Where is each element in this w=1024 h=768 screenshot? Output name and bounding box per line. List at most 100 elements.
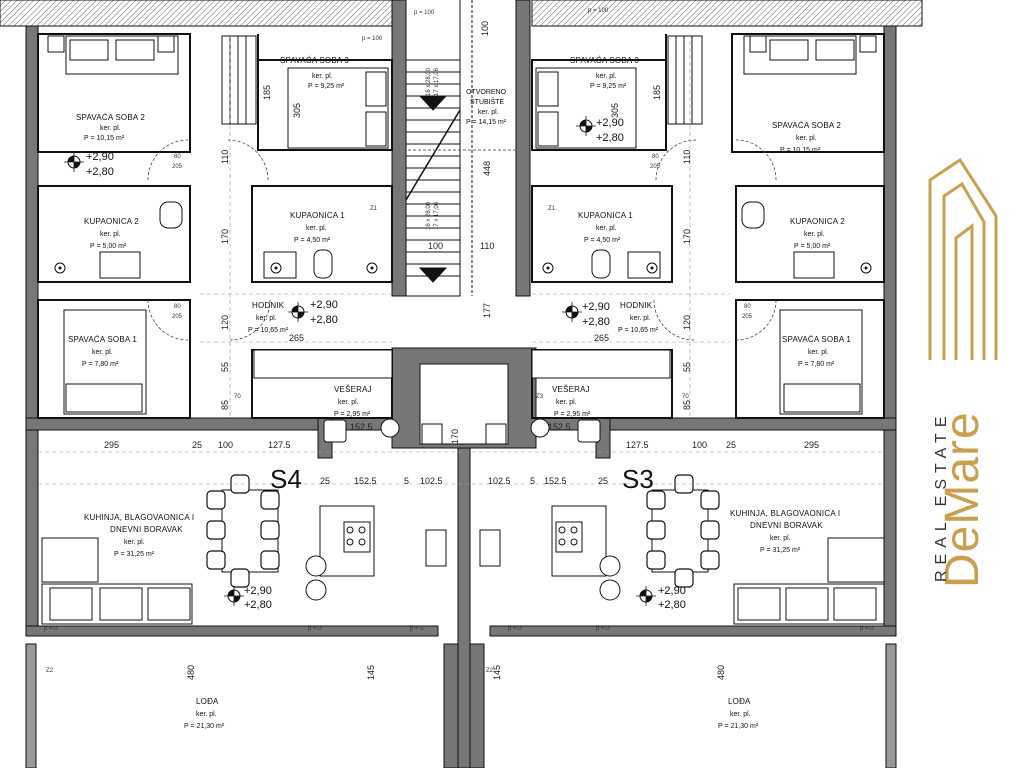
s3-loggia-name: LOĐA bbox=[728, 697, 751, 706]
dim-127-stair: 177 bbox=[482, 303, 492, 318]
dim-100-left: 100 bbox=[218, 440, 233, 450]
dim-127-right: 127.5 bbox=[626, 440, 649, 450]
s4-hall-floor: ker. pl. bbox=[256, 315, 277, 322]
logo-mark-icon bbox=[928, 157, 998, 360]
s4-laundry-name: VEŠERAJ bbox=[334, 385, 372, 394]
s4-bed3-floor: ker. pl. bbox=[312, 73, 333, 80]
s3-bed1-name: SPAVAĆA SOBA 1 bbox=[782, 335, 851, 344]
level-ceiling: +2,90 bbox=[582, 301, 610, 313]
s4-laundry-floor: ker. pl. bbox=[338, 399, 359, 406]
dim-1525-right: 152.5 bbox=[544, 476, 567, 486]
staircase bbox=[405, 0, 516, 297]
stairs-steps-bottom-2: 17 x 17,06 bbox=[434, 201, 440, 230]
s4-bed2-area: P = 10,15 m² bbox=[84, 135, 125, 142]
s4-bed2-name: SPAVAĆA SOBA 2 bbox=[76, 113, 145, 122]
level-floor: +2,80 bbox=[86, 166, 114, 178]
s3-bed1-floor: ker. pl. bbox=[808, 349, 829, 356]
level-floor: +2,80 bbox=[596, 132, 624, 144]
s4-hall-name: HODNIK bbox=[252, 301, 285, 310]
s3-bath2-area: P = 5,00 m² bbox=[794, 243, 831, 250]
dim-305-right: 305 bbox=[610, 103, 620, 118]
stairs-area: P = 14,15 m² bbox=[466, 119, 507, 126]
s4-loggia-area: P = 21,30 m² bbox=[184, 723, 225, 730]
zone-z2-right: Z2 bbox=[486, 668, 494, 674]
door-70-left: 70 bbox=[234, 394, 241, 400]
s3-bed2-name: SPAVAĆA SOBA 2 bbox=[772, 121, 841, 130]
s4-bed1-floor: ker. pl. bbox=[92, 349, 113, 356]
dim-120-left: 120 bbox=[220, 315, 230, 330]
level-ceiling: +2,90 bbox=[86, 151, 114, 163]
s4-hall-area: P = 10,65 m² bbox=[248, 327, 289, 334]
door-80-c: 80 bbox=[652, 154, 659, 160]
dim-stairs-100: 100 bbox=[480, 21, 490, 36]
dim-145-right: 145 bbox=[492, 665, 502, 680]
s3-hall-area: P = 10,65 m² bbox=[618, 327, 659, 334]
s4-living-name-1: KUHINJA, BLAGOVAONICA I bbox=[84, 513, 194, 522]
dim-265-right: 265 bbox=[594, 333, 609, 343]
dim-85-right: 85 bbox=[682, 400, 692, 410]
dim-1525-shaft-left: 152.5 bbox=[350, 422, 373, 432]
s3-bath1-area: P = 4,50 m² bbox=[584, 237, 621, 244]
door-205-d: 205 bbox=[742, 314, 753, 320]
stairs-name-1: OTVORENO bbox=[466, 89, 507, 96]
level-ceiling: +2,90 bbox=[244, 585, 272, 597]
furniture-s4 bbox=[41, 35, 447, 625]
level-ceiling: +2,90 bbox=[658, 585, 686, 597]
s4-bed3-name: SPAVAĆA SOBA 3 bbox=[280, 56, 349, 65]
dim-55-left: 55 bbox=[220, 362, 230, 372]
dim-305-left: 305 bbox=[292, 103, 302, 118]
zone-z1-right: Z1 bbox=[548, 206, 556, 212]
dim-5-left: 5 bbox=[404, 476, 409, 486]
dim-100-right: 100 bbox=[692, 440, 707, 450]
dim-110-left: 110 bbox=[220, 150, 230, 164]
s4-loggia-floor: ker. pl. bbox=[196, 711, 217, 718]
furniture-s3 bbox=[479, 35, 885, 625]
brand-tagline: REAL ESTATE bbox=[933, 410, 950, 582]
dim-102-right: 102.5 bbox=[488, 476, 511, 486]
s4-unit-label: S4 bbox=[270, 464, 302, 494]
s3-bed2-area: P = 10,15 m² bbox=[780, 147, 821, 154]
s3-bath2-name: KUPAONICA 2 bbox=[790, 217, 845, 226]
dim-170-right: 170 bbox=[682, 229, 692, 244]
guide-lines bbox=[38, 34, 884, 485]
s3-bath2-floor: ker. pl. bbox=[804, 231, 825, 238]
dim-295-left: 295 bbox=[104, 440, 119, 450]
dim-55-right: 55 bbox=[682, 362, 692, 372]
p0-far-right: p = 0 bbox=[860, 626, 874, 632]
s3-living-name-1: KUHINJA, BLAGOVAONICA I bbox=[730, 509, 840, 518]
level-ceiling: +2,90 bbox=[310, 299, 338, 311]
dim-102-left: 102.5 bbox=[420, 476, 443, 486]
dim-127-left: 127.5 bbox=[268, 440, 291, 450]
dim-25-left: 25 bbox=[192, 440, 202, 450]
door-205-b: 205 bbox=[172, 314, 183, 320]
s3-laundry-area: P = 2,95 m² bbox=[554, 411, 591, 418]
dim-265-left: 265 bbox=[289, 333, 304, 343]
dim-170-shaft: 170 bbox=[450, 429, 460, 444]
s3-bed2-floor: ker. pl. bbox=[796, 135, 817, 142]
s3-living-name-2: DNEVNI BORAVAK bbox=[750, 521, 823, 530]
s3-laundry-floor: ker. pl. bbox=[556, 399, 577, 406]
door-arcs bbox=[147, 139, 777, 341]
dim-145-left: 145 bbox=[366, 665, 376, 680]
s4-bath2-area: P = 5,00 m² bbox=[90, 243, 127, 250]
stairs-name-2: STUBIŠTE bbox=[470, 97, 505, 106]
dim-185-left: 185 bbox=[262, 85, 272, 100]
dim-170-left: 170 bbox=[220, 229, 230, 244]
door-205-a: 205 bbox=[172, 164, 183, 170]
stairs-floor: ker. pl. bbox=[478, 109, 499, 116]
s3-laundry-name: VEŠERAJ bbox=[552, 385, 590, 394]
dim-1525-left: 152.5 bbox=[354, 476, 377, 486]
p0-far-left: p = 0 bbox=[44, 626, 58, 632]
s3-hall-floor: ker. pl. bbox=[630, 315, 651, 322]
dim-110-right: 110 bbox=[682, 150, 692, 164]
p100-stair: p = 100 bbox=[414, 10, 435, 16]
dim-120-right: 120 bbox=[682, 315, 692, 330]
dim-185-right: 185 bbox=[652, 85, 662, 100]
s3-unit-label: S3 bbox=[622, 464, 654, 494]
p0-mid-left: p = 0 bbox=[410, 626, 424, 632]
s3-bath1-floor: ker. pl. bbox=[596, 225, 617, 232]
s4-living-area: P = 31,25 m² bbox=[114, 551, 155, 558]
demare-logo: DeMare REAL ESTATE bbox=[928, 157, 998, 588]
s4-bath1-area: P = 4,50 m² bbox=[294, 237, 331, 244]
dim-stairs-448: 448 bbox=[482, 161, 492, 176]
